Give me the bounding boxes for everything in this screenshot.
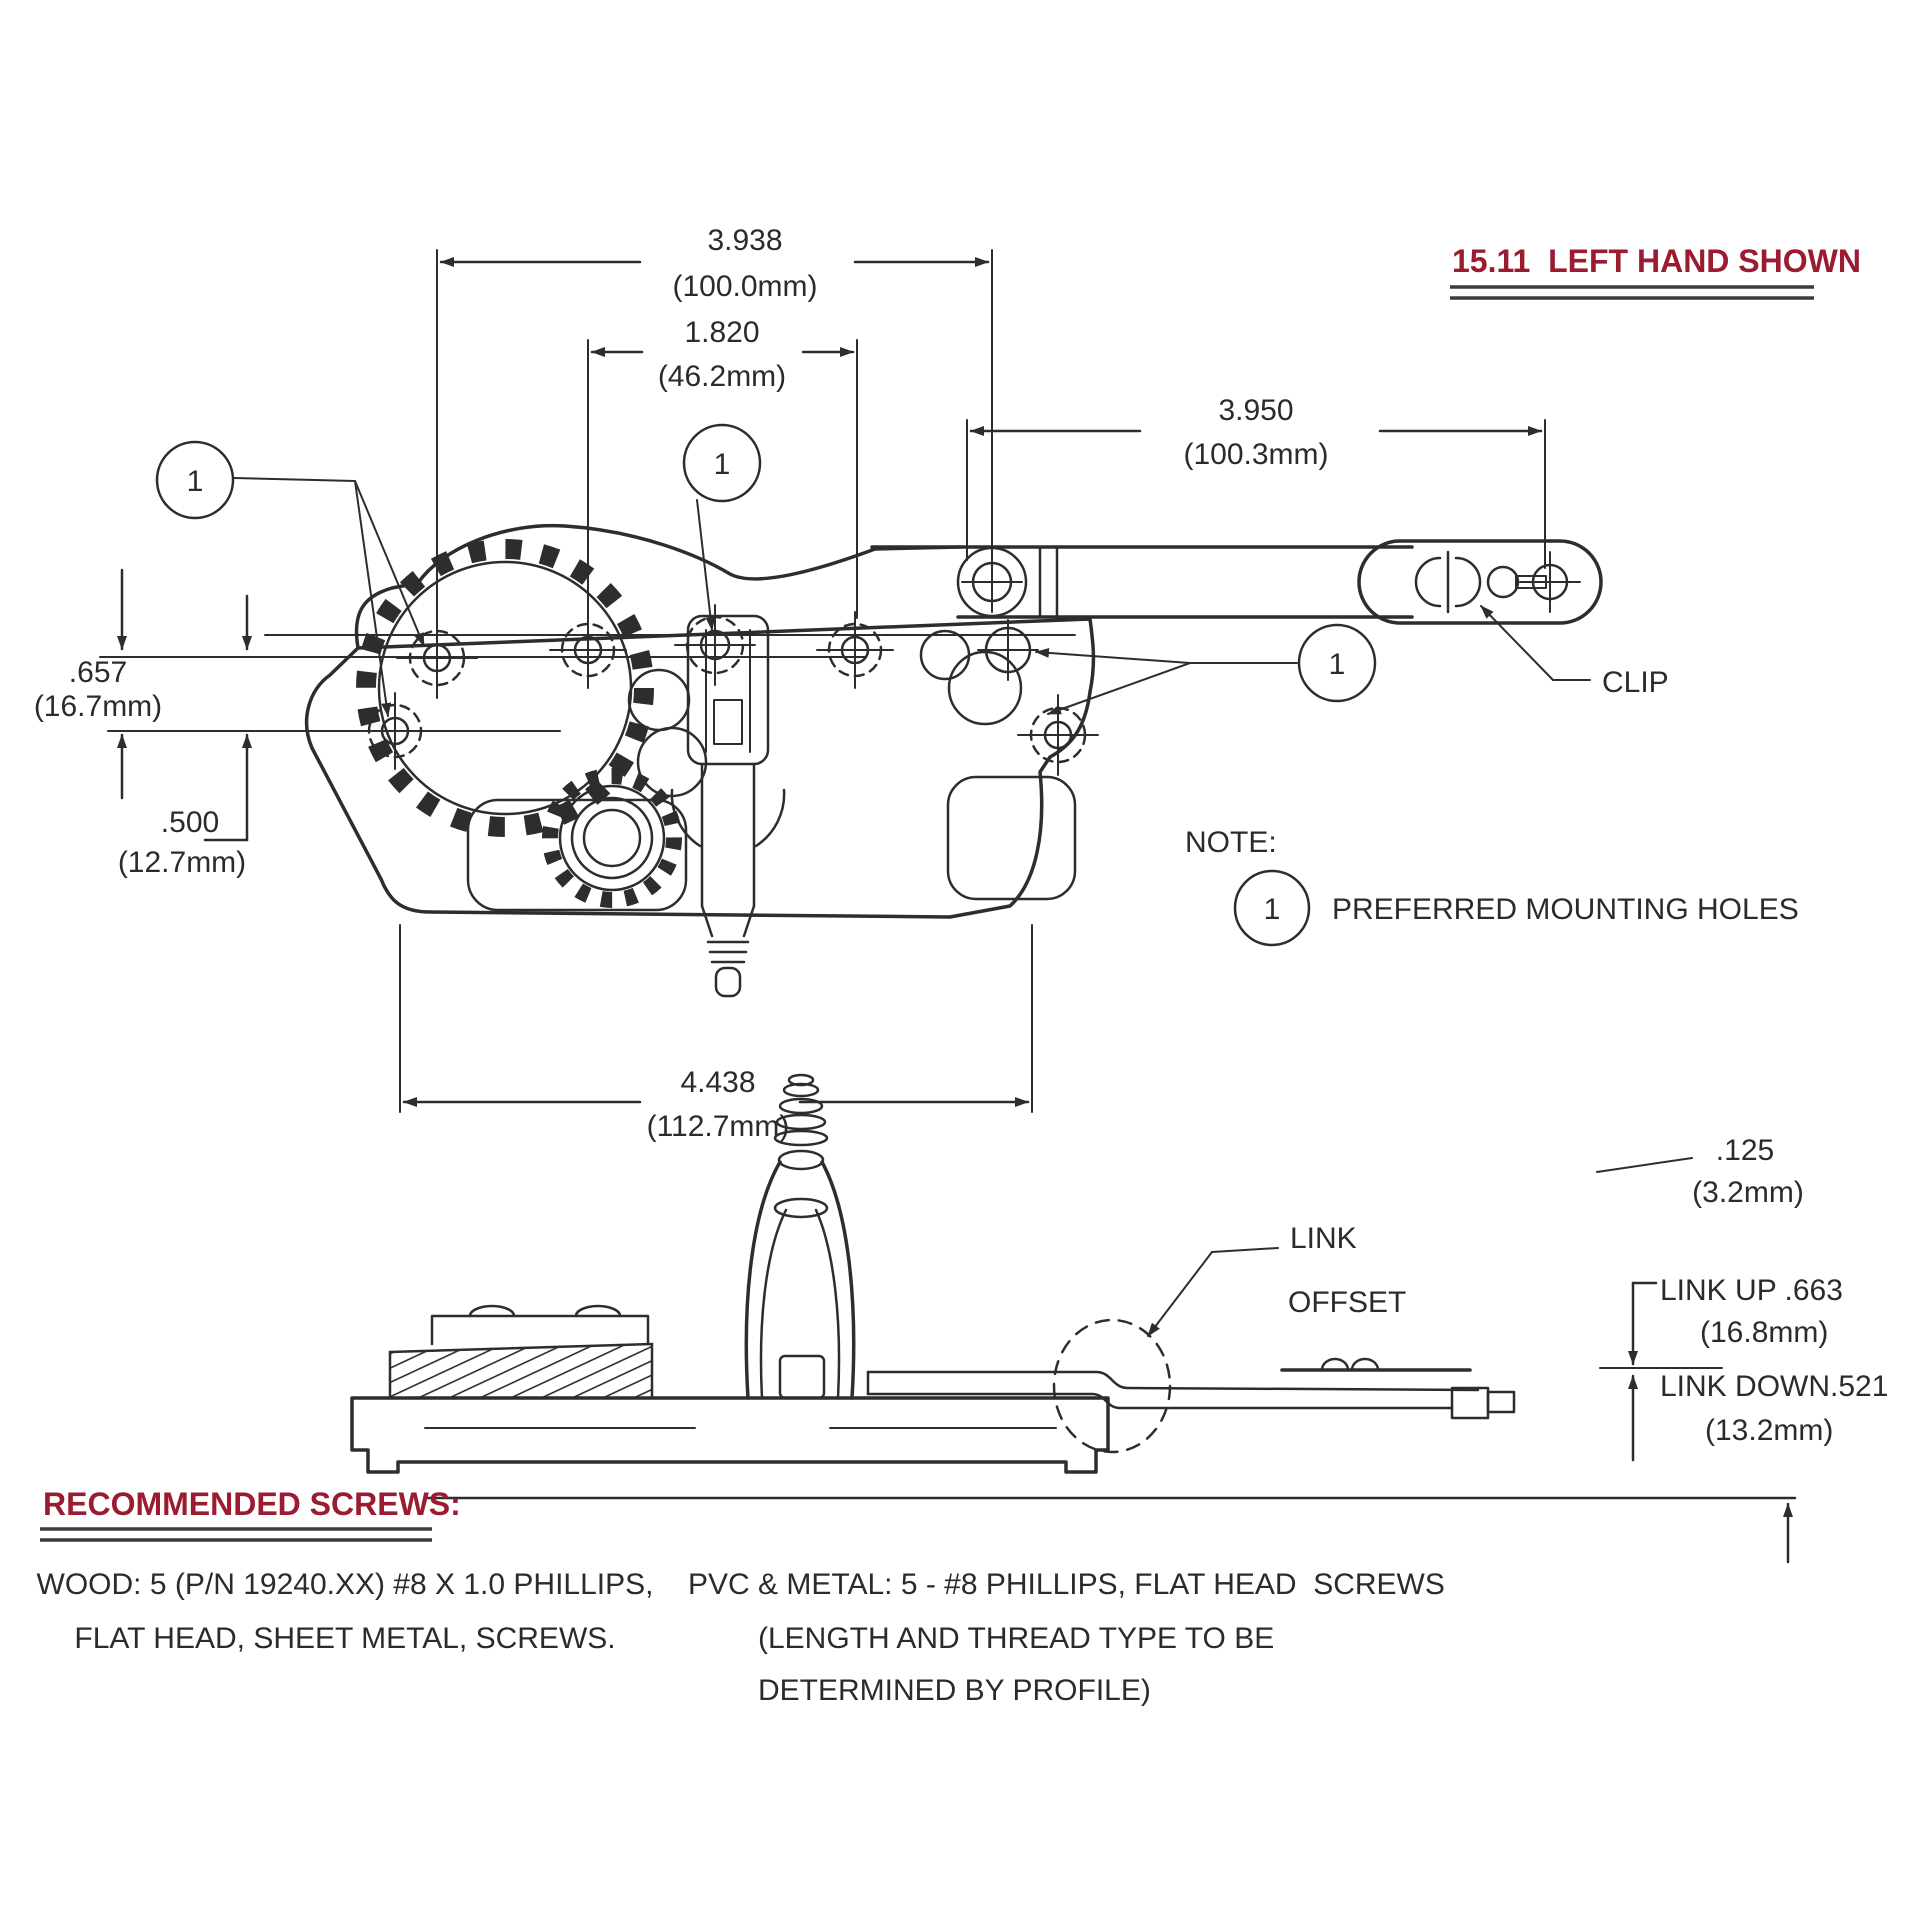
clip-label-group: CLIP — [1480, 605, 1669, 699]
dim-value: 3.938 — [707, 224, 782, 257]
note-callout-number: 1 — [1264, 893, 1281, 926]
dim-metric: (12.7mm) — [118, 846, 246, 879]
operator-arm — [870, 539, 1603, 625]
note-block: NOTE: 1 PREFERRED MOUNTING HOLES — [1185, 826, 1799, 947]
note-text: PREFERRED MOUNTING HOLES — [1332, 893, 1799, 926]
link-arm-side — [866, 1318, 1516, 1454]
screws-pvc-line3: DETERMINED BY PROFILE) — [758, 1674, 1151, 1707]
dimension-base-width: 4.438 (112.7mm) — [399, 924, 1033, 1143]
top-view: 3.938 (100.0mm) 1.820 (46.2mm) 3.950 (10… — [34, 224, 1669, 1143]
gear-small — [542, 768, 682, 908]
note-heading: NOTE: — [1185, 826, 1277, 859]
dimension-overall-width: 3.938 (100.0mm) — [436, 224, 993, 641]
worm-gear-side — [388, 1304, 654, 1400]
mounting-hole — [816, 611, 894, 689]
mounting-hole — [396, 617, 478, 699]
base-plate — [350, 1396, 1110, 1474]
dim-metric: (100.0mm) — [672, 270, 817, 303]
dim-metric: (112.7mm) — [647, 1110, 790, 1143]
section-title: 15.11 LEFT HAND SHOWN — [1452, 243, 1861, 279]
dim-value: .657 — [69, 656, 127, 689]
side-view: LINK OFFSET .125 (3.2mm) LINK UP .663 (1… — [350, 1073, 1888, 1564]
callout-top-center: 1 — [682, 423, 762, 631]
operator-body — [99, 523, 1096, 919]
callout-number: 1 — [187, 465, 204, 498]
dim-value: .500 — [161, 806, 219, 839]
dim-value: 3.950 — [1218, 394, 1293, 427]
screws-wood-line1: WOOD: 5 (P/N 19240.XX) #8 X 1.0 PHILLIPS… — [37, 1568, 654, 1601]
dimension-offset-top: .657 (16.7mm) — [34, 568, 252, 842]
screws-heading: RECOMMENDED SCREWS: — [43, 1486, 461, 1522]
mounting-hole — [549, 611, 627, 689]
dim-label: LINK DOWN.521 — [1660, 1370, 1888, 1403]
link-offset-label-group: LINK OFFSET — [1147, 1222, 1406, 1337]
dimension-hole-spacing: 1.820 (46.2mm) — [587, 316, 858, 619]
mounting-hole — [977, 619, 1039, 681]
mounting-holes — [356, 604, 1099, 776]
dim-metric: (100.3mm) — [1183, 438, 1328, 471]
screws-section: RECOMMENDED SCREWS: WOOD: 5 (P/N 19240.X… — [37, 1486, 1445, 1707]
dim-metric: (16.8mm) — [1700, 1316, 1828, 1349]
screws-wood-line2: FLAT HEAD, SHEET METAL, SCREWS. — [74, 1622, 615, 1655]
link-offset-label-1: LINK — [1290, 1222, 1357, 1255]
dimension-link-down: LINK DOWN.521 (13.2mm) — [1628, 1370, 1888, 1462]
mounting-hole — [356, 692, 434, 770]
dimension-link-up: LINK UP .663 (16.8mm) — [1599, 1274, 1843, 1369]
callout-number: 1 — [714, 448, 731, 481]
dim-label: LINK UP .663 — [1660, 1274, 1843, 1307]
screws-pvc-line2: (LENGTH AND THREAD TYPE TO BE — [758, 1622, 1274, 1655]
dim-value: 4.438 — [680, 1066, 755, 1099]
dim-value: 1.820 — [684, 316, 759, 349]
dimension-arm-length: 3.950 (100.3mm) — [966, 394, 1546, 569]
dimension-offset-bottom: .500 (12.7mm) — [118, 806, 249, 879]
screws-pvc-line1: PVC & METAL: 5 - #8 PHILLIPS, FLAT HEAD … — [688, 1568, 1445, 1601]
dim-metric: (13.2mm) — [1705, 1414, 1833, 1447]
dim-metric: (3.2mm) — [1692, 1176, 1804, 1209]
gear-large — [356, 539, 654, 837]
clip-label: CLIP — [1602, 666, 1669, 699]
clip-hole — [1519, 551, 1581, 613]
crank-stud-side — [744, 1073, 856, 1400]
callout-top-left: 1 — [155, 440, 425, 717]
dim-metric: (46.2mm) — [658, 360, 786, 393]
dim-metric: (16.7mm) — [34, 690, 162, 723]
section-header: 15.11 LEFT HAND SHOWN — [1450, 243, 1861, 300]
link-offset-label-2: OFFSET — [1288, 1286, 1406, 1319]
crank-stud-top — [686, 614, 770, 998]
link-offset-circle — [1052, 1318, 1172, 1454]
dim-value: .125 — [1716, 1134, 1774, 1167]
callout-number: 1 — [1329, 648, 1346, 681]
dimension-link-thickness: .125 (3.2mm) — [1596, 1134, 1804, 1209]
callout-right: 1 — [1035, 623, 1377, 715]
body-hole — [919, 629, 971, 681]
